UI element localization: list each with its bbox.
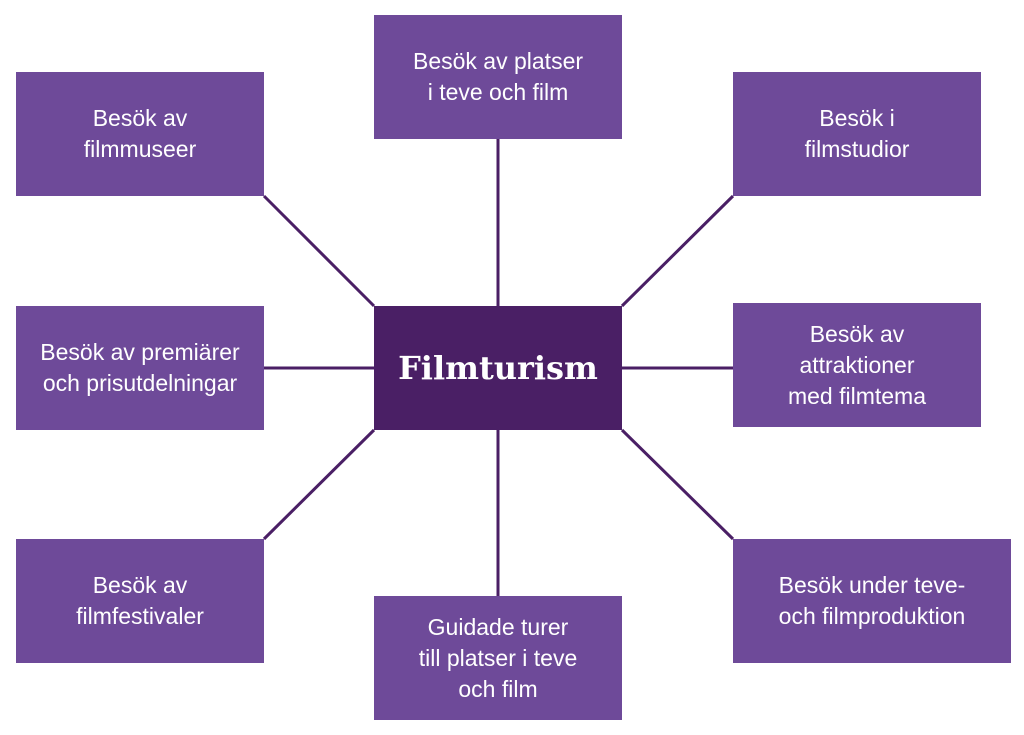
connector-top-right [620, 194, 735, 308]
node-platser-teve-film: Besök av platser i teve och film [374, 15, 622, 139]
connector-bottom-right [620, 428, 735, 541]
node-produktion: Besök under teve- och filmproduktion [733, 539, 1011, 663]
node-filmfestivaler: Besök av filmfestivaler [16, 539, 264, 663]
connector-bottom-left [262, 428, 376, 541]
node-attraktioner: Besök av attraktioner med filmtema [733, 303, 981, 427]
node-guidade-turer: Guidade turer till platser i teve och fi… [374, 596, 622, 720]
node-premiarer: Besök av premiärer och prisutdelningar [16, 306, 264, 430]
center-node-filmturism: Filmturism [374, 306, 622, 430]
node-filmstudior: Besök i filmstudior [733, 72, 981, 196]
connector-top-left [262, 194, 376, 308]
node-filmmuseer: Besök av filmmuseer [16, 72, 264, 196]
